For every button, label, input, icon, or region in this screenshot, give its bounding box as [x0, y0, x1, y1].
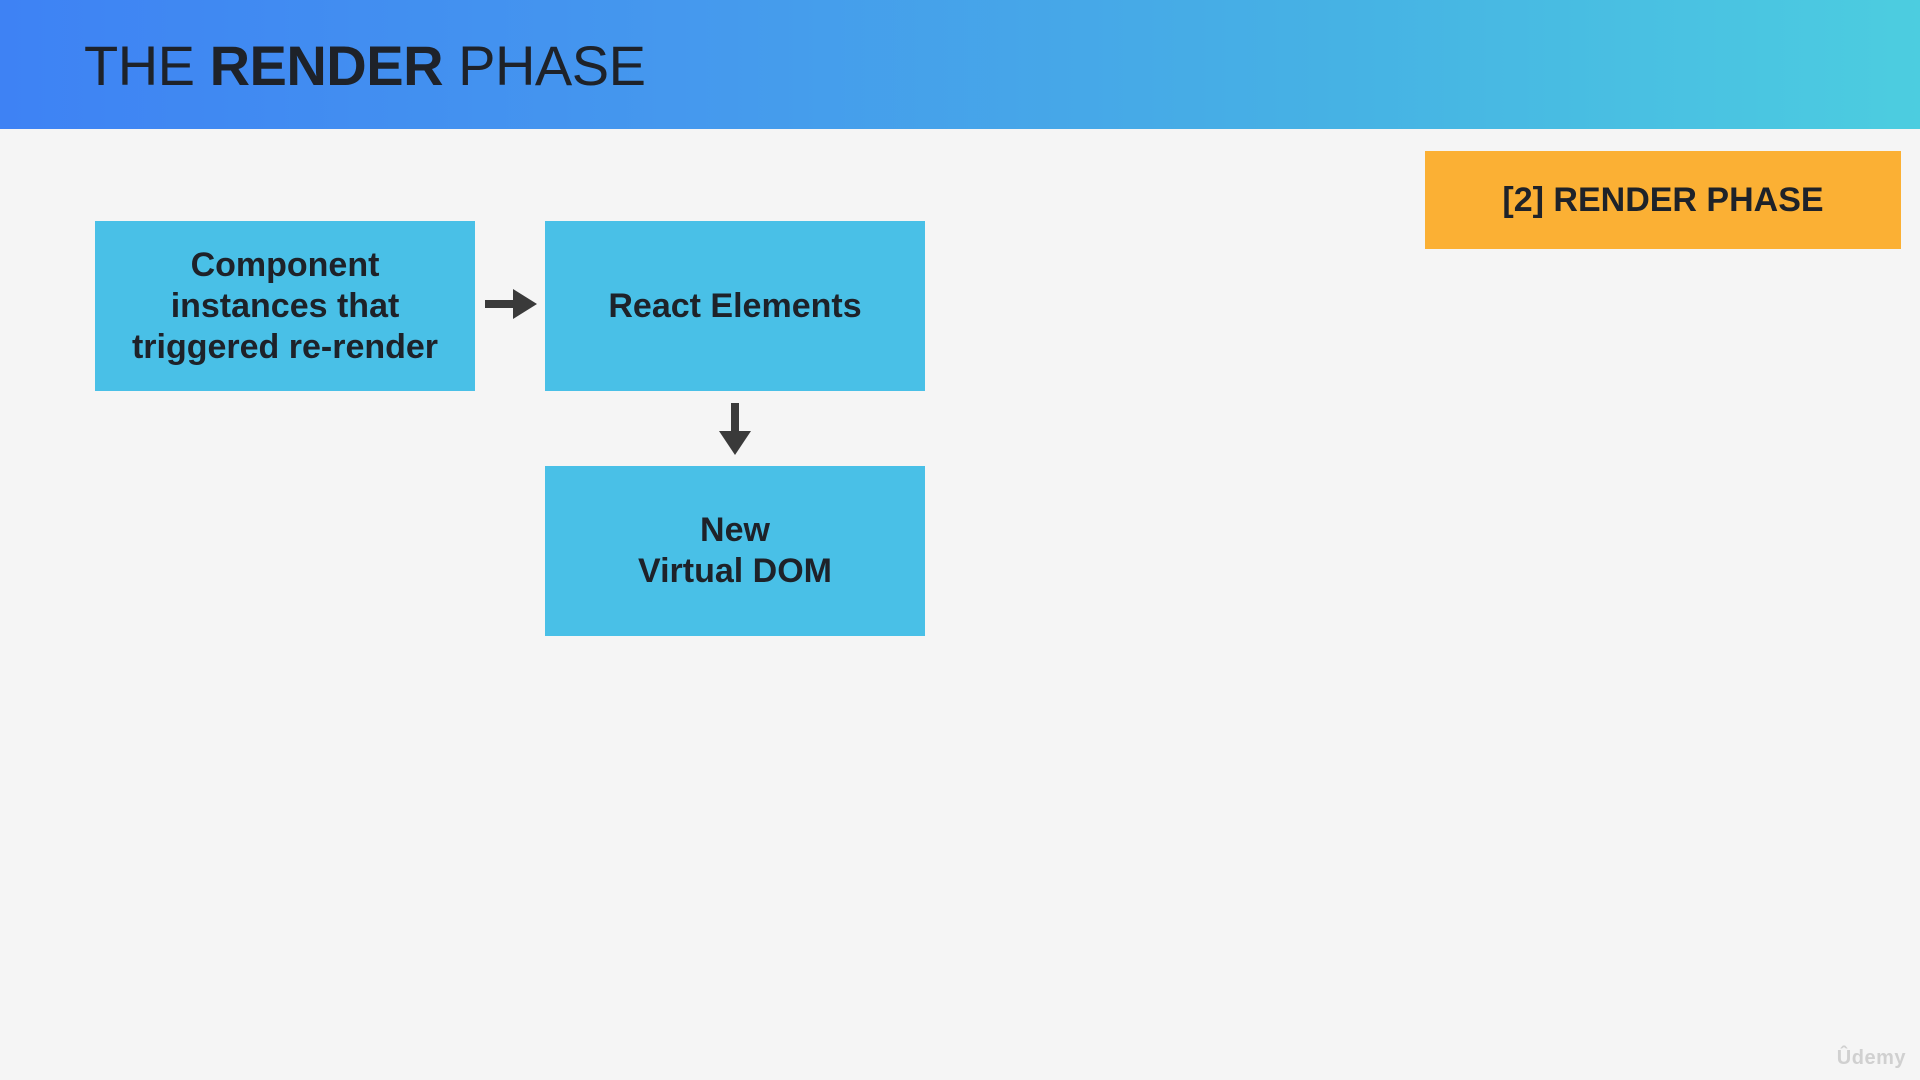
- new-virtual-dom-label: New Virtual DOM: [638, 511, 832, 590]
- udemy-watermark: Ûdemy: [1836, 1047, 1906, 1069]
- phase-badge: [2] RENDER PHASE: [1425, 151, 1901, 249]
- arrow-right-icon: [485, 289, 537, 319]
- new-virtual-dom-box: New Virtual DOM: [545, 466, 925, 636]
- page-title: THE RENDER PHASE: [84, 34, 646, 98]
- component-instances-box: Component instances that triggered re-re…: [95, 221, 475, 391]
- react-elements-box: React Elements: [545, 221, 925, 391]
- phase-badge-label: [2] RENDER PHASE: [1502, 180, 1824, 219]
- header-banner: THE RENDER PHASE: [0, 0, 1920, 129]
- component-instances-label: Component instances that triggered re-re…: [131, 245, 439, 366]
- react-elements-label: React Elements: [608, 286, 862, 325]
- title-part-the: THE: [84, 34, 210, 97]
- arrow-down-icon: [719, 403, 751, 455]
- title-part-phase: PHASE: [443, 34, 646, 97]
- title-part-render: RENDER: [209, 34, 444, 97]
